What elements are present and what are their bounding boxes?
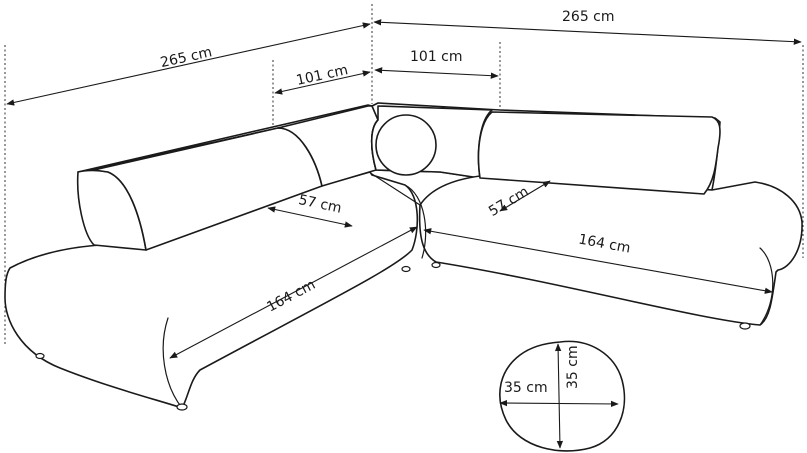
dimension-lines — [6, 19, 802, 359]
right-foot-corner — [431, 261, 441, 269]
label-corner-left: 101 cm — [295, 62, 350, 89]
seat-corner-seam-2 — [371, 173, 421, 206]
dim-line-seat-length-left — [169, 226, 418, 359]
dim-line-seat-depth-left — [267, 206, 353, 228]
right-back-cushion — [477, 111, 721, 195]
dim-line-overall-left — [6, 22, 371, 106]
dim-line-overall-right — [373, 19, 802, 45]
sofa-right-section — [370, 102, 803, 330]
round-cushion — [375, 114, 437, 176]
dim-line-corner-right — [374, 67, 499, 79]
label-corner-right: 101 cm — [410, 49, 463, 65]
dim-line-seat-length-right — [423, 228, 773, 294]
right-foot-front — [739, 322, 751, 330]
cushion-detail: 35 cm 35 cm — [499, 340, 626, 452]
label-overall-right: 265 cm — [562, 9, 615, 25]
left-foot-back — [35, 352, 45, 360]
cushion-detail-shape — [499, 340, 626, 452]
label-cushion-height: 35 cm — [565, 345, 581, 389]
dim-line-seat-depth-right — [499, 180, 551, 212]
sofa-left-section — [4, 104, 419, 411]
left-foot-corner — [401, 265, 411, 273]
dim-line-corner-left — [274, 70, 371, 95]
left-seat-front-curve — [162, 317, 183, 409]
left-foot-front — [176, 403, 188, 411]
label-overall-left: 265 cm — [159, 44, 214, 71]
label-cushion-width: 35 cm — [504, 380, 548, 396]
dim-line-cushion-height — [554, 343, 564, 449]
